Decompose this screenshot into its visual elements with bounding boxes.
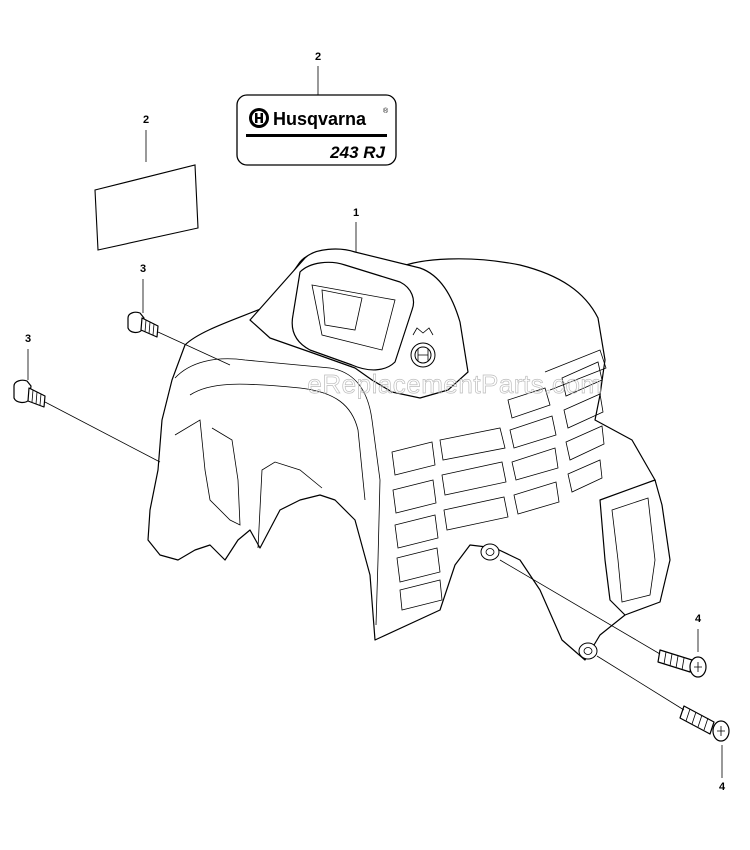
callout-2-decal: 2 xyxy=(315,51,321,63)
callout-leader xyxy=(157,331,231,366)
callout-4-screw-lower: 4 xyxy=(719,781,726,793)
cover-vent-grille xyxy=(391,349,607,611)
callout-4-screw-upper: 4 xyxy=(695,613,702,625)
decal-model: 243 RJ xyxy=(329,143,385,162)
callout-1-cover: 1 xyxy=(353,207,359,219)
screw-part-3-left xyxy=(13,379,46,408)
callout-leader xyxy=(44,401,161,463)
screw-part-4-upper xyxy=(657,649,707,678)
decal-registered-mark: ® xyxy=(383,107,389,115)
callout-leader xyxy=(499,559,661,655)
cover-screw-boss xyxy=(578,642,598,660)
husqvarna-crown-logo-icon xyxy=(249,108,269,128)
callout-leader xyxy=(596,655,685,711)
screw-part-3-upper xyxy=(127,311,159,338)
husqvarna-crown-logo-icon xyxy=(410,327,436,368)
screw-part-4-lower xyxy=(679,705,730,742)
husqvarna-decal: Husqvarna ® 243 RJ xyxy=(236,94,397,166)
decal-brand: Husqvarna xyxy=(273,109,367,129)
cylinder-cover xyxy=(147,248,671,661)
blank-label-sticker xyxy=(94,164,199,251)
callout-2-label: 2 xyxy=(143,114,149,126)
watermark: eReplacementParts.com xyxy=(307,369,602,399)
callout-3-screw-upper: 3 xyxy=(140,263,146,275)
cover-screw-boss xyxy=(480,543,500,561)
callout-3-screw-left: 3 xyxy=(25,333,31,345)
